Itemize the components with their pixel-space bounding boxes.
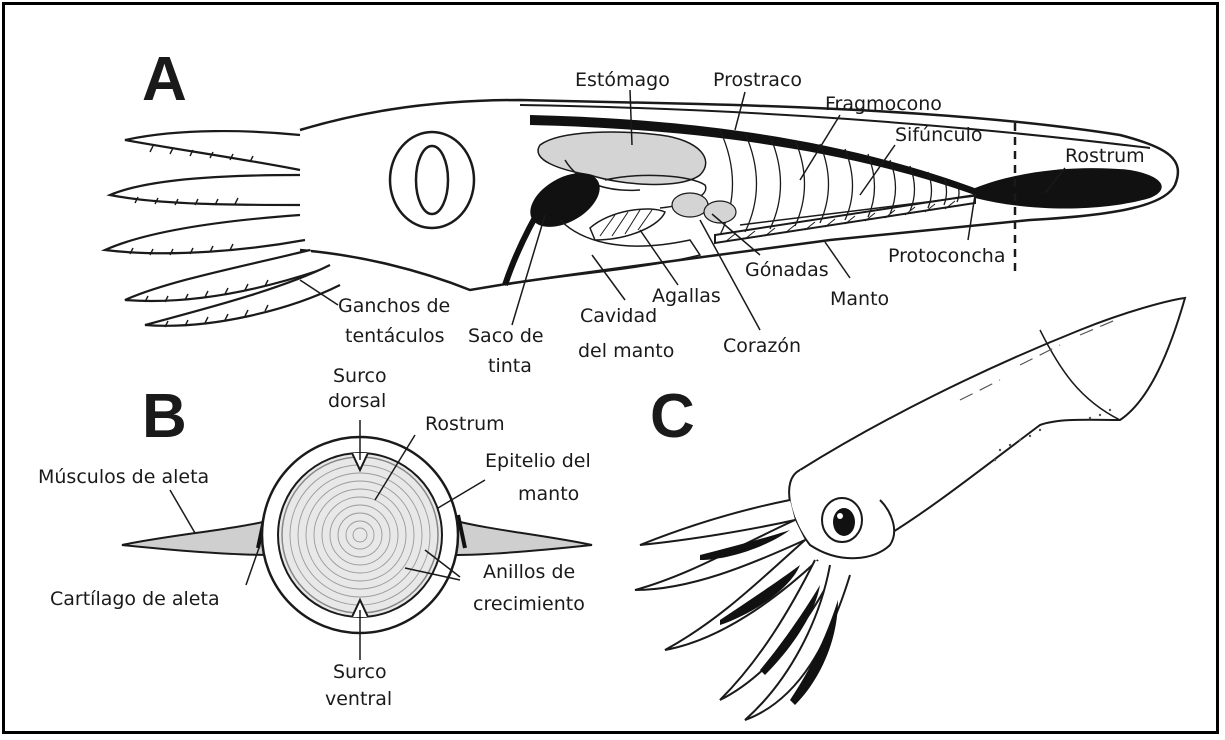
label-musculos: Músculos de aleta — [38, 466, 209, 488]
label-epitelio-2: manto — [518, 483, 579, 505]
panel-a-letter: A — [142, 45, 187, 114]
ink-duct — [505, 200, 545, 285]
fin-right — [452, 520, 592, 555]
label-manto: Manto — [830, 288, 889, 310]
label-saco-1: Saco de — [468, 325, 544, 347]
label-estomago: Estómago — [575, 69, 670, 91]
label-ganchos-2: tentáculos — [345, 325, 445, 347]
label-corazon: Corazón — [723, 335, 801, 357]
arms — [105, 131, 340, 326]
label-gonadas: Gónadas — [745, 259, 829, 281]
label-rostrum-b: Rostrum — [425, 413, 505, 435]
label-anillos-1: Anillos de — [483, 561, 575, 583]
label-sifunculo: Sifúnculo — [895, 124, 983, 146]
panel-b-letter: B — [142, 382, 187, 451]
label-agallas: Agallas — [652, 285, 721, 307]
fin-left — [122, 520, 272, 555]
label-prostraco: Prostraco — [713, 69, 802, 91]
panel-b: B Surco dorsal Ro — [38, 365, 592, 710]
label-cavidad-1: Cavidad — [580, 305, 657, 327]
label-rostrum-a: Rostrum — [1065, 145, 1145, 167]
label-surco-ventral-1: Surco — [333, 661, 387, 683]
label-surco-ventral-2: ventral — [325, 688, 392, 710]
label-epitelio-1: Epitelio del — [485, 450, 591, 472]
gonad-shape — [704, 201, 736, 223]
heart-shape — [672, 193, 708, 217]
rostrum-cross-section — [278, 453, 442, 617]
label-cartilago: Cartílago de aleta — [50, 588, 220, 610]
squid-eye-highlight — [837, 513, 843, 519]
label-fragmocono: Fragmocono — [825, 93, 942, 115]
panel-a: A — [105, 45, 1178, 377]
rostrum-shape — [975, 168, 1162, 208]
label-cavidad-2: del manto — [578, 340, 674, 362]
panel-c: C — [635, 298, 1185, 720]
panel-c-letter: C — [650, 382, 695, 451]
squid-eye-pupil — [833, 508, 855, 536]
arm-3 — [105, 215, 305, 253]
label-anillos-2: crecimiento — [473, 593, 585, 615]
label-surco-dorsal-2: dorsal — [328, 390, 386, 412]
arm-2 — [110, 175, 300, 205]
label-saco-2: tinta — [488, 355, 532, 377]
label-protoconcha: Protoconcha — [888, 245, 1005, 267]
label-surco-dorsal-1: Surco — [333, 365, 387, 387]
label-ganchos-1: Ganchos de — [338, 295, 450, 317]
